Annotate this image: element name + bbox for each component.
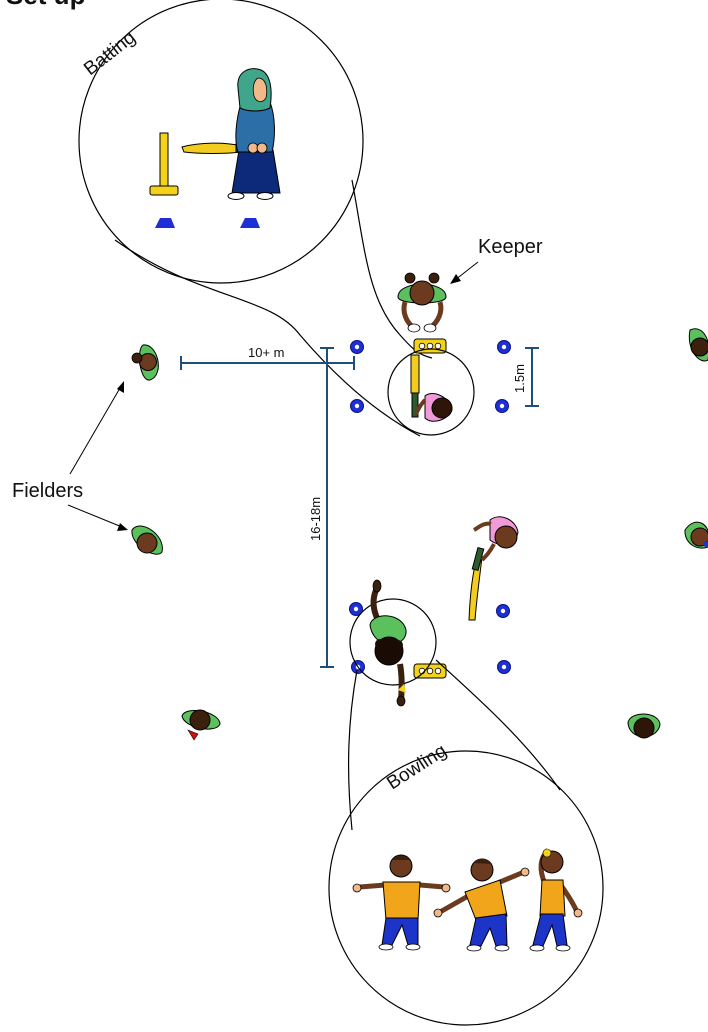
batting-connector-right	[351, 179, 433, 359]
fielders-annotation: Fielders	[12, 381, 128, 531]
bowling-callout: Bowling	[328, 659, 604, 1026]
cone-icon	[240, 218, 260, 228]
bat-icon	[181, 142, 243, 154]
batter-zoom-ring	[387, 348, 475, 436]
batter-figure	[181, 68, 281, 200]
bowling-label: Bowling	[383, 740, 450, 794]
fielder-figure	[131, 525, 163, 555]
measure-crease-distance: 10+ m	[180, 345, 355, 370]
keeper-annotation: Keeper	[450, 236, 543, 284]
fielder-figure	[688, 328, 708, 362]
bowler-figure	[433, 858, 530, 952]
batting-callout: Batting	[78, 0, 433, 437]
non-striker-figure	[468, 516, 519, 621]
fielder-figure	[627, 713, 661, 739]
batting-label: Batting	[80, 27, 140, 80]
bowler-zoom-ring	[349, 598, 437, 686]
bowler-figure	[352, 854, 451, 951]
fielder-figure	[181, 709, 221, 741]
bat-icon	[410, 354, 420, 394]
fielder-figure	[684, 521, 708, 549]
measure-pitch-length: 16-18m	[308, 347, 334, 668]
heading-partial: Set up	[6, 0, 85, 10]
wicket-width-label: 1.5m	[512, 364, 527, 393]
fielder-figure	[131, 344, 159, 381]
measure-wicket-width: 1.5m	[512, 347, 539, 407]
bowling-connector-right	[435, 659, 561, 791]
bat-icon	[468, 556, 483, 621]
fielders-label: Fielders	[12, 480, 83, 502]
bowler-top-view	[369, 579, 407, 707]
cone-icon	[155, 218, 175, 228]
pitch-length-label: 16-18m	[308, 497, 323, 541]
keeper-figure	[397, 272, 447, 333]
wicket-side-icon	[149, 132, 179, 196]
crease-distance-label: 10+ m	[248, 345, 285, 360]
batting-connector-left	[114, 239, 421, 437]
bowling-zoom-circle	[328, 750, 604, 1026]
batter-top-view	[410, 354, 453, 422]
bowling-connector-left	[347, 669, 358, 831]
bowler-figure	[529, 848, 583, 952]
cones-top-end	[350, 340, 511, 413]
keeper-label: Keeper	[478, 236, 543, 258]
batting-zoom-circle	[78, 0, 364, 284]
